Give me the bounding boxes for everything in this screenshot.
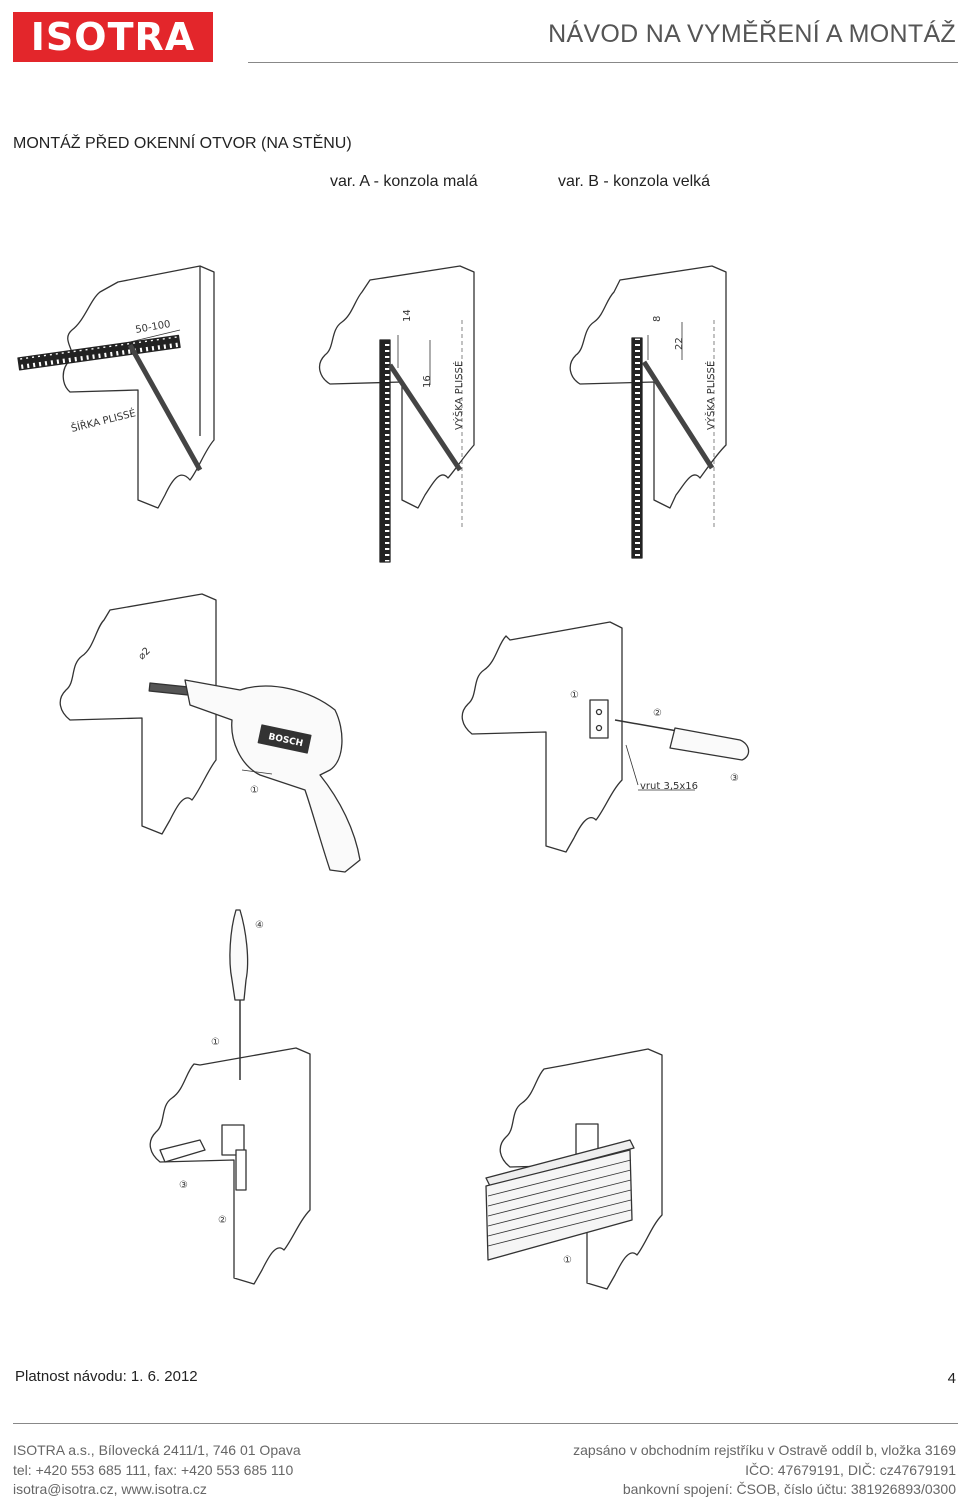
clip-step-1: ① bbox=[211, 1037, 220, 1048]
header-divider bbox=[248, 62, 958, 63]
isotra-logo: ISOTRA bbox=[13, 12, 213, 62]
figure-drilling: BOSCH ⌀2 ① bbox=[59, 593, 361, 873]
screw-step-3: ③ bbox=[730, 773, 739, 784]
company-registry-block: zapsáno v obchodním rejstříku v Ostravě … bbox=[573, 1441, 956, 1500]
variant-b-caption: var. B - konzola velká bbox=[558, 173, 711, 190]
figure-height-measure-a: 14 16 VÝŠKA PLISSÉ bbox=[318, 265, 475, 563]
figure-width-measure: 50-100 ŠÍŘKA PLISSÉ bbox=[17, 265, 215, 509]
footer-divider bbox=[13, 1423, 958, 1424]
company-address-block: ISOTRA a.s., Bílovecká 2411/1, 746 01 Op… bbox=[13, 1441, 301, 1500]
height-label-a: VÝŠKA PLISSÉ bbox=[452, 361, 465, 430]
validity-date: Platnost návodu: 1. 6. 2012 bbox=[15, 1368, 198, 1385]
section-title: MONTÁŽ PŘED OKENNÍ OTVOR (NA STĚNU) bbox=[13, 135, 352, 152]
figure-height-measure-b: 8 22 VÝŠKA PLISSÉ bbox=[569, 265, 727, 559]
page-number: 4 bbox=[947, 1370, 956, 1387]
clip-step-2: ② bbox=[218, 1215, 227, 1226]
company-registry: zapsáno v obchodním rejstříku v Ostravě … bbox=[573, 1442, 956, 1458]
screw-size-label: vrut 3,5x16 bbox=[640, 781, 698, 792]
clip-step-4: ④ bbox=[255, 920, 264, 931]
figure-clip-attach: ④ ① ② ③ bbox=[149, 909, 311, 1285]
logo-text: ISOTRA bbox=[30, 15, 196, 59]
company-address: ISOTRA a.s., Bílovecká 2411/1, 746 01 Op… bbox=[13, 1442, 301, 1458]
dim-22-label: 22 bbox=[674, 337, 685, 350]
company-phone: tel: +420 553 685 111, fax: +420 553 685… bbox=[13, 1461, 294, 1478]
dim-8-label: 8 bbox=[652, 316, 663, 322]
dim-14-label: 14 bbox=[402, 309, 413, 322]
figure-bracket-screw: ① ② ③ vrut 3,5x16 bbox=[461, 621, 750, 853]
hang-step-1: ① bbox=[563, 1255, 572, 1266]
figure-blind-hung: ① bbox=[485, 1048, 663, 1290]
company-web: isotra@isotra.cz, www.isotra.cz bbox=[13, 1481, 207, 1497]
height-label-b: VÝŠKA PLISSÉ bbox=[704, 361, 717, 430]
document-title: NÁVOD NA VYMĚŘENÍ A MONTÁŽ bbox=[548, 20, 956, 48]
drill-step-1: ① bbox=[250, 785, 259, 796]
screw-step-1: ① bbox=[570, 690, 579, 701]
clip-step-3: ③ bbox=[179, 1180, 188, 1191]
screw-step-2: ② bbox=[653, 708, 662, 719]
company-ids: IČO: 47679191, DIČ: cz47679191 bbox=[745, 1461, 956, 1478]
dim-16-label: 16 bbox=[422, 375, 433, 388]
width-label: ŠÍŘKA PLISSÉ bbox=[70, 406, 137, 435]
variant-a-caption: var. A - konzola malá bbox=[330, 173, 478, 190]
company-bank: bankovní spojení: ČSOB, číslo účtu: 3819… bbox=[622, 1481, 956, 1497]
